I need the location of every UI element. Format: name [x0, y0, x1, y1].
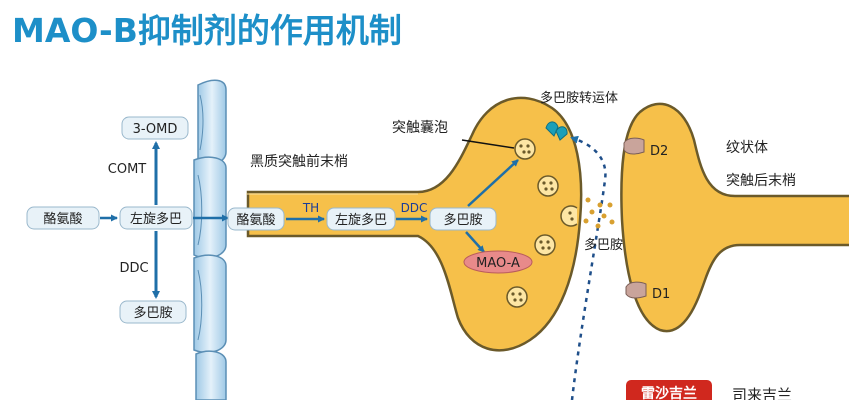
- levodopa-box-pre: [326, 207, 396, 231]
- vesicle-releasing: [560, 205, 578, 227]
- tyrosine-label-left: 酪氨酸: [43, 211, 82, 227]
- cleft-dopamine-molecules: [583, 197, 615, 229]
- presynaptic-terminal: [246, 96, 583, 352]
- vesicle: [506, 286, 528, 308]
- levodopa-box-left: [119, 206, 193, 230]
- rasagiline-badge: 雷沙吉兰: [626, 380, 712, 400]
- tyrosine-box-left: [26, 206, 100, 230]
- levodopa-label-pre: 左旋多巴: [335, 212, 387, 228]
- comt-label: COMT: [108, 162, 147, 177]
- postsynaptic-terminal: [620, 102, 849, 333]
- d1-receptor: [625, 281, 647, 299]
- dopamine-box-pre: [429, 207, 497, 231]
- tyrosine-box-pre: [227, 207, 285, 231]
- left-pathway: 3-OMD COMT 酪氨酸 左旋多巴 DDC 多巴胺: [26, 116, 229, 324]
- levodopa-label-left: 左旋多巴: [130, 211, 182, 227]
- omd-box: [121, 116, 189, 140]
- tyrosine-label-pre: 酪氨酸: [236, 212, 275, 228]
- vesicle: [537, 175, 559, 197]
- vesicle: [534, 234, 556, 256]
- mao-a-ellipse: [463, 250, 533, 274]
- rasagiline-label: 雷沙吉兰: [641, 385, 697, 400]
- blood-brain-barrier: [193, 79, 227, 400]
- reuptake-arrow: [570, 135, 607, 400]
- ddc-label-pre: DDC: [401, 201, 428, 215]
- th-label: TH: [302, 201, 319, 215]
- dopamine-label-left: 多巴胺: [133, 305, 172, 321]
- vesicle-pointer: [461, 139, 515, 149]
- d2-receptor: [623, 137, 645, 155]
- cleft-dopamine-label: 多巴胺: [584, 237, 623, 253]
- selegiline-label: 司来吉兰: [732, 386, 792, 400]
- transporter-label: 多巴胺转运体: [540, 90, 618, 106]
- presynaptic-region-label: 黑质突触前末梢: [250, 153, 348, 170]
- vesicle-label: 突触囊泡: [392, 119, 448, 136]
- d1-label: D1: [652, 287, 670, 302]
- arrow-dopamine-mao: [465, 231, 485, 253]
- dopamine-box-left: [119, 300, 187, 324]
- dopamine-label-pre: 多巴胺: [443, 212, 482, 228]
- ddc-label-left: DDC: [119, 261, 148, 276]
- dopamine-transporter: [545, 121, 568, 141]
- d2-label: D2: [650, 144, 668, 159]
- presynaptic-pathway: 酪氨酸 TH 左旋多巴 DDC 多巴胺 MAO-A: [227, 159, 533, 274]
- arrow-dopamine-vesicle: [467, 159, 519, 207]
- postsynaptic-region-line1: 纹状体: [726, 140, 768, 156]
- vesicle: [514, 138, 536, 160]
- synaptic-vesicles: [506, 138, 578, 308]
- omd-label: 3-OMD: [133, 122, 178, 137]
- page-title: MAO-B抑制剂的作用机制: [12, 11, 402, 50]
- postsynaptic-region-line2: 突触后末梢: [726, 173, 796, 189]
- mao-a-label: MAO-A: [476, 256, 520, 271]
